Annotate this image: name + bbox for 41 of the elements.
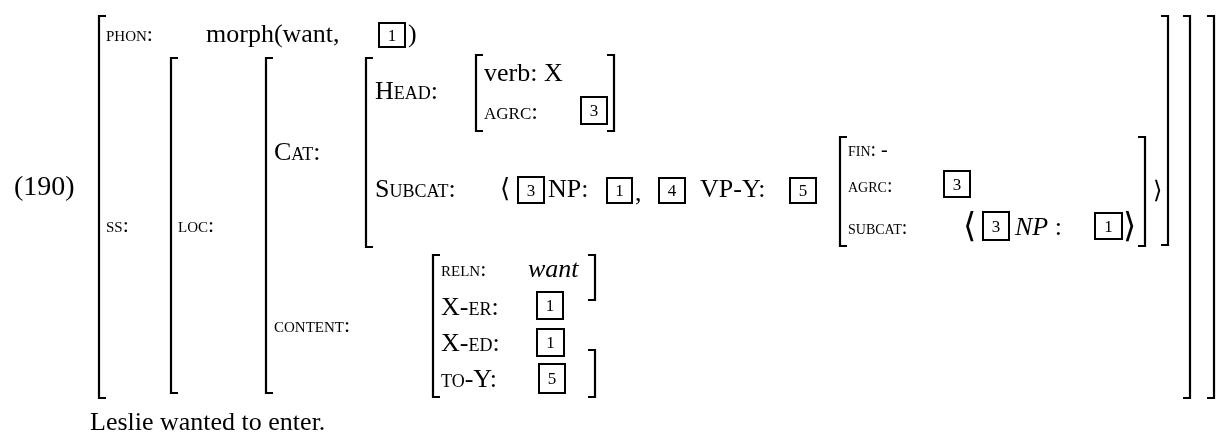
value-text: NP: — [548, 175, 589, 202]
value-text: ) — [408, 20, 417, 47]
value-text: ⟨ — [500, 175, 511, 202]
feature-label: ss: — [106, 213, 129, 236]
tag-box: 3 — [943, 170, 971, 198]
value-text: morph(want, — [206, 20, 340, 47]
tag-box: 5 — [789, 176, 817, 204]
feature-label: fin: - — [848, 139, 888, 159]
tag-box: 1 — [378, 22, 406, 48]
feature-label: subcat: — [848, 217, 908, 237]
example-number: (190) — [14, 171, 75, 200]
value-text: ⟩ — [1153, 177, 1163, 202]
tag-box: 1 — [1094, 212, 1123, 240]
feature-label: loc: — [178, 213, 215, 236]
value-text: ⟨ — [963, 209, 977, 244]
tag-box: 1 — [536, 327, 565, 357]
tag-box: 3 — [517, 176, 545, 204]
feature-label: reln: — [441, 257, 487, 280]
tag-box: 1 — [606, 176, 633, 204]
tag-box: 3 — [982, 211, 1010, 241]
feature-label: X-er: — [441, 293, 499, 320]
value-text: , — [635, 179, 642, 206]
feature-label: Head: — [375, 77, 438, 104]
feature-label: agrc: — [484, 98, 538, 123]
tag-box: 1 — [536, 290, 564, 320]
tag-box: 5 — [538, 362, 566, 394]
feature-label: to-Y: — [441, 365, 497, 392]
feature-label: content: — [274, 313, 351, 336]
feature-label: Subcat: — [375, 175, 456, 202]
value-text: NP : — [1015, 213, 1062, 240]
tag-box: 3 — [580, 95, 608, 125]
feature-label: agrc: — [848, 175, 893, 195]
feature-label: Cat: — [274, 138, 321, 165]
feature-label: X-ed: — [441, 329, 500, 356]
value-text: ⟩ — [1123, 209, 1137, 244]
gloss-sentence: Leslie wanted to enter. — [90, 408, 326, 435]
value-text: want — [528, 255, 579, 282]
value-text: verb: X — [484, 59, 563, 86]
tag-box: 4 — [658, 176, 686, 204]
value-text: VP-Y: — [700, 175, 766, 202]
feature-label: phon: — [106, 22, 153, 45]
